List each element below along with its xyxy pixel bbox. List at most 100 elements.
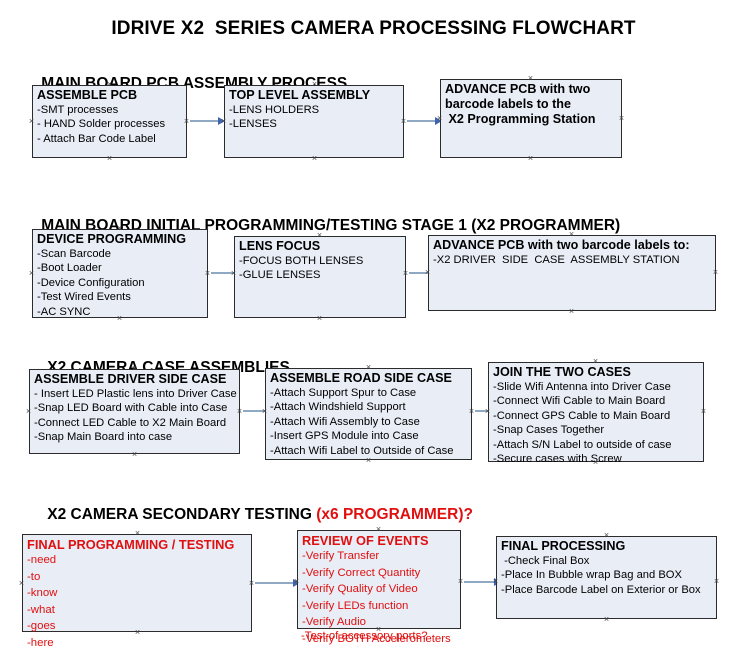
resize-handle-right[interactable]	[618, 115, 625, 122]
resize-handle-left[interactable]	[220, 118, 227, 125]
node-final-processing[interactable]: FINAL PROCESSING -Check Final Box -Place…	[496, 536, 717, 619]
resize-handle-right[interactable]	[468, 408, 475, 415]
node-title-line3: X2 Programming Station	[445, 111, 596, 126]
resize-handle-left[interactable]	[424, 269, 431, 276]
resize-handle-right[interactable]	[402, 270, 409, 277]
resize-handle-bottom[interactable]	[603, 616, 610, 623]
node-line: -Snap Main Board into case	[34, 431, 173, 444]
resize-handle-right[interactable]	[204, 270, 211, 277]
node-line: -Slide Wifi Antenna into Driver Case	[493, 380, 671, 393]
node-top-level-assembly[interactable]: TOP LEVEL ASSEMBLY -LENS HOLDERS -LENSES	[224, 85, 404, 158]
resize-handle-right[interactable]	[236, 408, 243, 415]
resize-handle-top[interactable]	[365, 364, 372, 371]
node-review-of-events[interactable]: REVIEW OF EVENTS -Verify Transfer -Verif…	[297, 530, 461, 645]
section-heading-red-suffix: (x6 PROGRAMMER)?	[316, 506, 473, 524]
resize-handle-bottom[interactable]	[116, 315, 123, 322]
resize-handle-left[interactable]	[25, 408, 32, 415]
resize-handle-right[interactable]	[712, 269, 719, 276]
node-title: TOP LEVEL ASSEMBLY	[229, 88, 371, 102]
resize-handle-left[interactable]	[261, 408, 268, 415]
node-line: - Insert LED Plastic lens into Driver Ca…	[34, 387, 237, 400]
node-assemble-road-side-case[interactable]: ASSEMBLE ROAD SIDE CASE -Attach Support …	[265, 368, 472, 460]
node-device-programming[interactable]: DEVICE PROGRAMMING -Scan Barcode -Boot L…	[32, 229, 208, 318]
resize-handle-top[interactable]	[106, 81, 113, 88]
node-lens-focus[interactable]: LENS FOCUS -FOCUS BOTH LENSES -GLUE LENS…	[234, 236, 406, 318]
node-title: ASSEMBLE DRIVER SIDE CASE	[34, 372, 227, 386]
node-line: -Connect Wifi Cable to Main Board	[493, 395, 666, 408]
resize-handle-right[interactable]	[713, 578, 720, 585]
node-title: DEVICE PROGRAMMING	[37, 232, 187, 246]
resize-handle-bottom[interactable]	[592, 459, 599, 466]
node-line: -what	[27, 603, 55, 616]
resize-handle-top[interactable]	[592, 358, 599, 365]
resize-handle-right[interactable]	[183, 118, 190, 125]
resize-handle-top[interactable]	[131, 365, 138, 372]
node-overflow-line: -Test of accessory ports?	[301, 630, 428, 642]
node-title: ASSEMBLE ROAD SIDE CASE	[270, 371, 452, 385]
node-line: -Scan Barcode	[37, 247, 112, 260]
resize-handle-top[interactable]	[527, 75, 534, 82]
node-line: -Verify Audio	[302, 616, 366, 629]
resize-handle-left[interactable]	[436, 115, 443, 122]
node-line: -Snap Cases Together	[493, 424, 605, 437]
resize-handle-top[interactable]	[375, 526, 382, 533]
resize-handle-left[interactable]	[28, 270, 35, 277]
node-title: LENS FOCUS	[239, 239, 321, 253]
node-line: -Connect GPS Cable to Main Board	[493, 409, 671, 422]
node-line: -Attach Windshield Support	[270, 401, 406, 414]
resize-handle-left[interactable]	[230, 270, 237, 277]
resize-handle-left[interactable]	[28, 118, 35, 125]
node-line: -Verify Quality of Video	[302, 583, 418, 596]
resize-handle-right[interactable]	[248, 580, 255, 587]
resize-handle-top[interactable]	[116, 225, 123, 232]
node-line: -Check Final Box	[501, 554, 590, 567]
node-line: -Place Barcode Label on Exterior or Box	[501, 583, 701, 596]
resize-handle-bottom[interactable]	[134, 629, 141, 636]
resize-handle-left[interactable]	[293, 578, 300, 585]
node-line: -need	[27, 554, 57, 567]
node-line: -GLUE LENSES	[239, 269, 321, 282]
node-line: -Verify Transfer	[302, 550, 380, 563]
resize-handle-bottom[interactable]	[316, 315, 323, 322]
resize-handle-bottom[interactable]	[375, 626, 382, 633]
node-line: -goes	[27, 620, 56, 633]
node-line: -LENS HOLDERS	[229, 103, 320, 116]
node-line: - Attach Bar Code Label	[37, 132, 156, 145]
node-line: -Place In Bubble wrap Bag and BOX	[501, 569, 682, 582]
node-line: -here	[27, 636, 54, 649]
node-line: -Attach S/N Label to outside of case	[493, 438, 672, 451]
node-advance-pcb-programming-station[interactable]: ADVANCE PCB with two barcode labels to t…	[440, 79, 622, 158]
node-assemble-driver-side-case[interactable]: ASSEMBLE DRIVER SIDE CASE - Insert LED P…	[29, 369, 240, 454]
resize-handle-bottom[interactable]	[568, 308, 575, 315]
resize-handle-top[interactable]	[603, 532, 610, 539]
node-line: -SMT processes	[37, 103, 119, 116]
resize-handle-bottom[interactable]	[527, 155, 534, 162]
node-join-the-two-cases[interactable]: JOIN THE TWO CASES -Slide Wifi Antenna i…	[488, 362, 704, 465]
node-final-programming-testing[interactable]: FINAL PROGRAMMING / TESTING -need -to -k…	[22, 534, 252, 649]
node-assemble-pcb[interactable]: ASSEMBLE PCB -SMT processes - HAND Solde…	[32, 85, 187, 158]
section-heading-x2-camera-secondary-testing: X2 CAMERA SECONDARY TESTING (x6 PROGRAMM…	[30, 489, 473, 540]
node-line: - HAND Solder processes	[37, 118, 166, 131]
resize-handle-bottom[interactable]	[365, 457, 372, 464]
resize-handle-top[interactable]	[316, 232, 323, 239]
resize-handle-bottom[interactable]	[106, 155, 113, 162]
resize-handle-left[interactable]	[18, 580, 25, 587]
node-line: -FOCUS BOTH LENSES	[239, 254, 364, 267]
node-line: -AC SYNC	[37, 305, 91, 318]
resize-handle-top[interactable]	[134, 530, 141, 537]
node-advance-pcb-driver-side-case[interactable]: ADVANCE PCB with two barcode labels to: …	[428, 235, 716, 311]
resize-handle-top[interactable]	[568, 231, 575, 238]
resize-handle-left[interactable]	[484, 408, 491, 415]
node-line: -Device Configuration	[37, 276, 145, 289]
node-line: -Snap LED Board with Cable into Case	[34, 402, 228, 415]
node-line: -know	[27, 587, 58, 600]
resize-handle-bottom[interactable]	[311, 155, 318, 162]
node-line: -Verify LEDs function	[302, 599, 409, 612]
resize-handle-right[interactable]	[400, 118, 407, 125]
resize-handle-bottom[interactable]	[131, 451, 138, 458]
resize-handle-right[interactable]	[700, 408, 707, 415]
node-line: -Attach Wifi Label to Outside of Case	[270, 444, 454, 457]
resize-handle-top[interactable]	[311, 81, 318, 88]
resize-handle-left[interactable]	[492, 578, 499, 585]
resize-handle-right[interactable]	[457, 578, 464, 585]
